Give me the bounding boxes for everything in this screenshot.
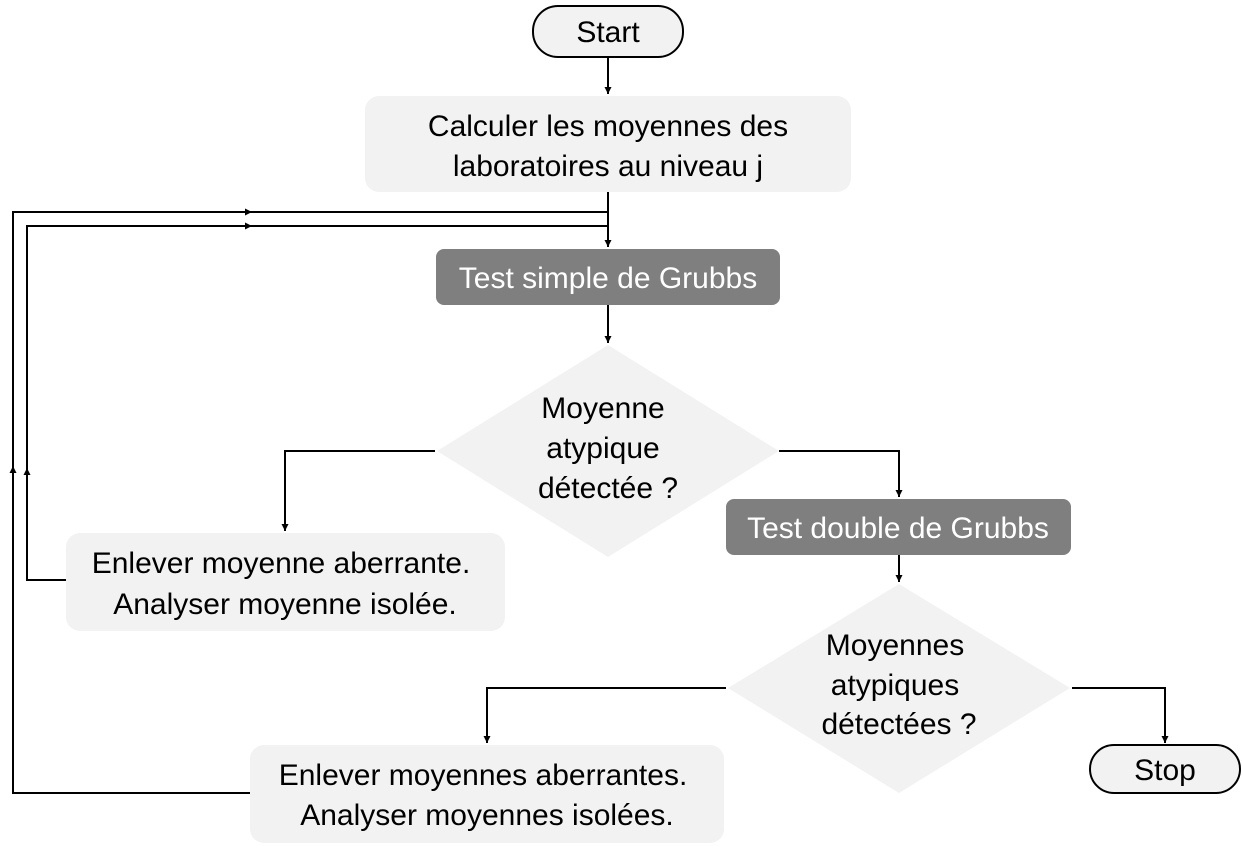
decision-single-diamond [437, 345, 779, 557]
start-label: Start [576, 16, 640, 49]
grubbs-simple-label: Test simple de Grubbs [459, 262, 757, 295]
stop-terminal-shape [1089, 744, 1241, 794]
connectors [9, 57, 1169, 794]
remove-double-line-1: Enlever moyennes aberrantes. [279, 759, 688, 792]
remove-double-node: Enlever moyennes aberrantes. Analyser mo… [250, 745, 724, 843]
compute-means-shape [365, 96, 851, 192]
arrow-decision-single-to-grubbs-double [779, 450, 903, 497]
loop-remove-double-top [12, 208, 252, 466]
remove-single-line-2: Analyser moyenne isolée. [113, 588, 457, 621]
grubbs-simple-shape [436, 249, 780, 305]
compute-means-line-2: laboratoires au niveau j [453, 150, 763, 183]
grubbs-double-shape [726, 499, 1071, 555]
decision-single-line-3: détectée ? [538, 472, 678, 505]
grubbs-double-label: Test double de Grubbs [747, 512, 1049, 545]
arrow-decision-double-to-remove [483, 687, 726, 743]
decision-single-line-2: atypique [546, 432, 659, 465]
loop-remove-double-up [9, 466, 250, 794]
remove-single-shape [66, 533, 505, 631]
start-terminal-shape [532, 5, 684, 58]
compute-means-node: Calculer les moyennes des laboratoires a… [365, 96, 851, 192]
grubbs-simple-node: Test simple de Grubbs [436, 249, 780, 305]
decision-double-line-2: atypiques [831, 669, 959, 702]
remove-double-line-2: Analyser moyennes isolées. [300, 799, 674, 832]
stop-node: Stop [1089, 744, 1241, 794]
decision-double-line-3: détectées ? [821, 708, 976, 741]
remove-single-node: Enlever moyenne aberrante. Analyser moye… [66, 533, 505, 631]
remove-double-shape [250, 745, 724, 843]
decision-double-line-1: Moyennes [826, 629, 964, 662]
loop-remove-single-top [26, 222, 252, 468]
arrow-decision-double-to-stop [1072, 687, 1169, 743]
stop-label: Stop [1134, 754, 1196, 787]
loop-remove-single-up [23, 468, 66, 581]
remove-single-line-1: Enlever moyenne aberrante. [92, 547, 471, 580]
compute-means-line-1: Calculer les moyennes des [428, 110, 788, 143]
decision-single-node: Moyenne atypique détectée ? [437, 345, 779, 557]
grubbs-double-node: Test double de Grubbs [726, 499, 1071, 555]
start-node: Start [532, 5, 684, 58]
decision-double-diamond [728, 584, 1070, 793]
arrow-decision-single-to-remove [281, 450, 435, 531]
decision-single-line-1: Moyenne [541, 392, 664, 425]
decision-double-node: Moyennes atypiques détectées ? [728, 584, 1070, 793]
